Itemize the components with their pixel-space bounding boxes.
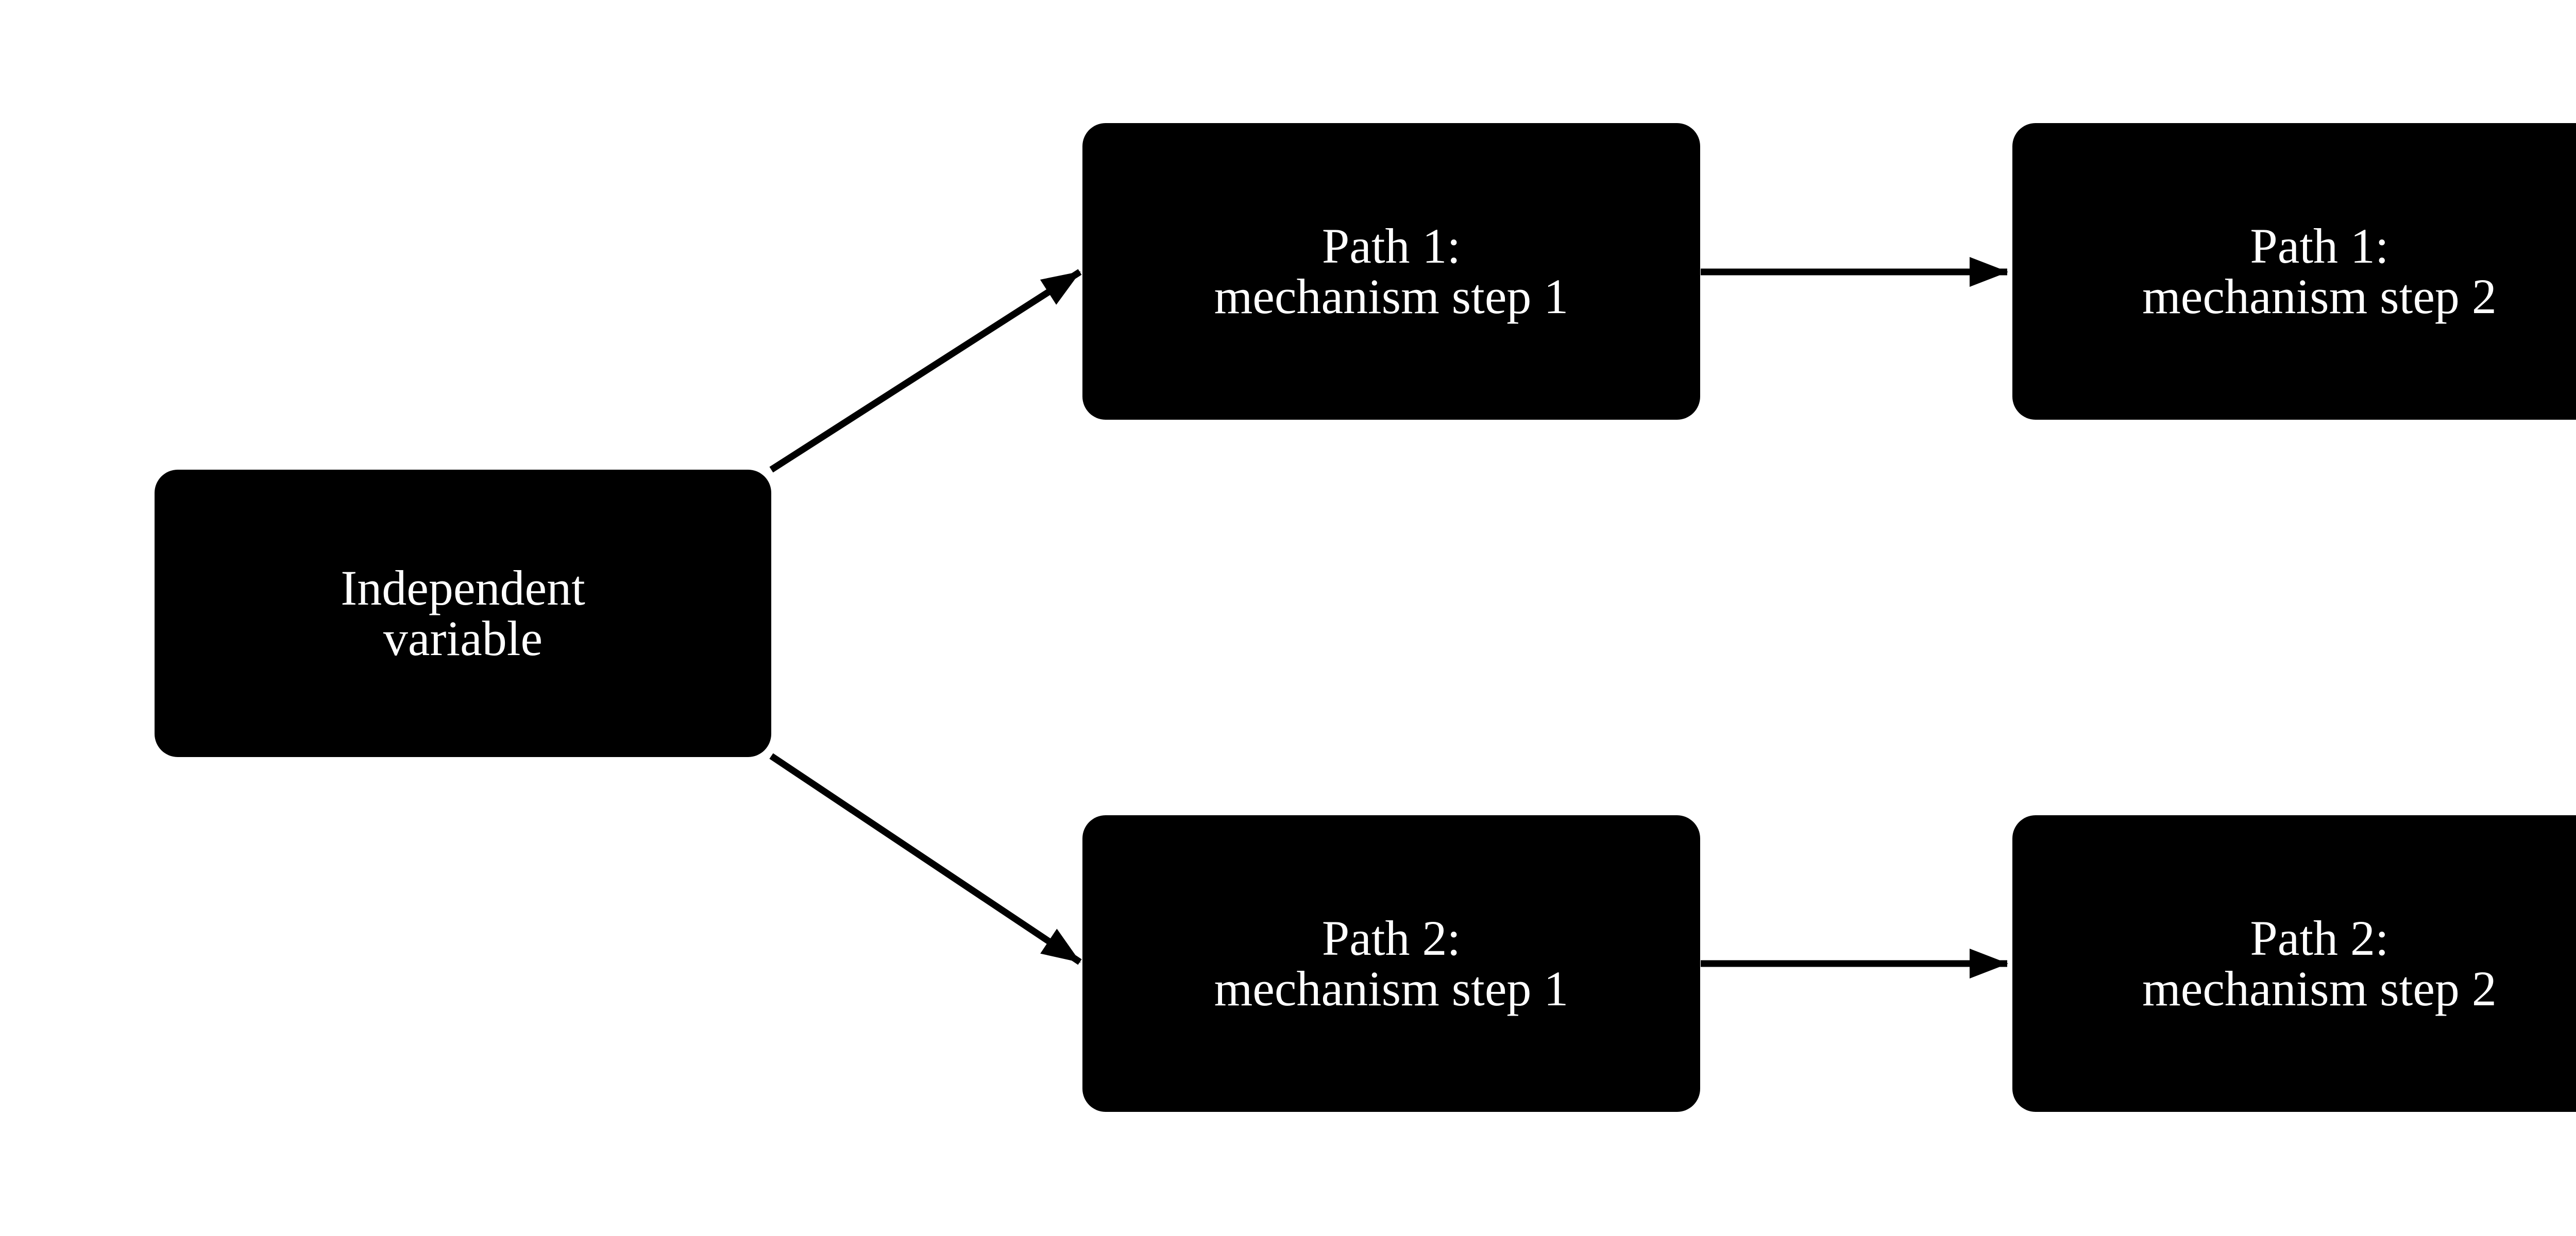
- node-path2-step1-label: Path 2: mechanism step 1: [1214, 911, 1569, 1016]
- node-path1-step2: Path 1: mechanism step 2: [2012, 123, 2576, 420]
- node-independent-variable: Independent variable: [155, 470, 771, 757]
- node-path2-step1: Path 2: mechanism step 1: [1082, 815, 1700, 1112]
- node-path2-step2-label: Path 2: mechanism step 2: [2142, 911, 2497, 1016]
- node-path2-step2: Path 2: mechanism step 2: [2012, 815, 2576, 1112]
- node-independent-variable-label: Independent variable: [341, 560, 585, 666]
- edge-independent-to-path2-step1: [769, 753, 1082, 965]
- node-path1-step1-label: Path 1: mechanism step 1: [1214, 218, 1569, 324]
- edge-independent-to-path1-step1: [769, 269, 1082, 473]
- node-path1-step2-label: Path 1: mechanism step 2: [2142, 218, 2497, 324]
- node-path1-step1: Path 1: mechanism step 1: [1082, 123, 1700, 420]
